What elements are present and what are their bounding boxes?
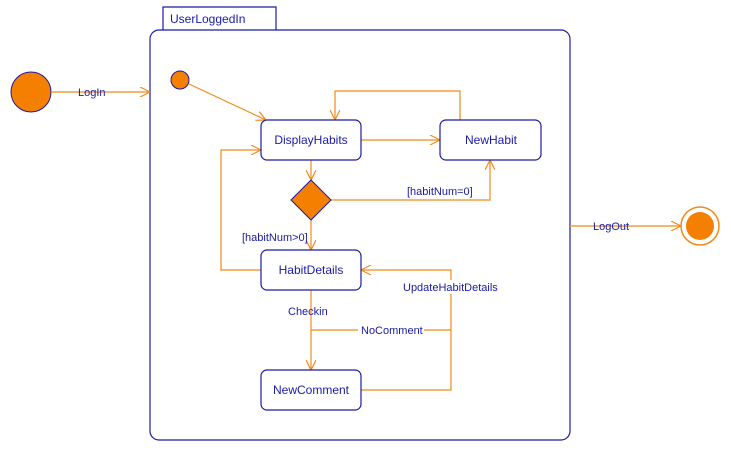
inner-initial-node (170, 70, 190, 90)
state-habit-details-label: HabitDetails (279, 263, 344, 277)
transition-decision-to-new-habit: [habitNum=0] (331, 160, 490, 201)
state-habit-details: HabitDetails (260, 249, 362, 291)
transition-login-label: LogIn (78, 87, 106, 99)
state-display-habits: DisplayHabits (260, 119, 362, 161)
state-new-habit: NewHabit (439, 119, 542, 161)
transition-new-habit-to-display (335, 90, 461, 120)
transition-login: LogIn (51, 87, 150, 99)
transition-habit-details-to-display (220, 150, 261, 271)
guard-habit-num-zero-label: [habitNum=0] (407, 186, 473, 198)
state-display-habits-label: DisplayHabits (274, 133, 347, 147)
transition-logout-label: LogOut (593, 221, 629, 233)
final-node (680, 206, 720, 246)
transition-update-habit-details-label: UpdateHabitDetails (403, 282, 498, 294)
outer-initial-node (10, 71, 52, 113)
composite-state-label: UserLoggedIn (170, 12, 245, 26)
guard-habit-num-positive-label: [habitNum>0] (242, 232, 308, 244)
transition-no-comment: NoComment (311, 323, 451, 337)
composite-state-tab (162, 6, 277, 30)
state-new-comment-label: NewComment (273, 383, 350, 397)
transition-initial-to-display-habits (188, 83, 266, 120)
transition-logout: LogOut (570, 221, 681, 233)
state-new-comment: NewComment (260, 369, 362, 411)
transition-no-comment-label: NoComment (361, 325, 423, 337)
decision-node (290, 179, 332, 221)
transition-checkin-label: Checkin (288, 306, 328, 318)
transition-decision-to-habit-details: [habitNum>0] (242, 220, 311, 250)
state-new-habit-label: NewHabit (465, 133, 518, 147)
transition-update-habit-details: UpdateHabitDetails (361, 270, 498, 391)
